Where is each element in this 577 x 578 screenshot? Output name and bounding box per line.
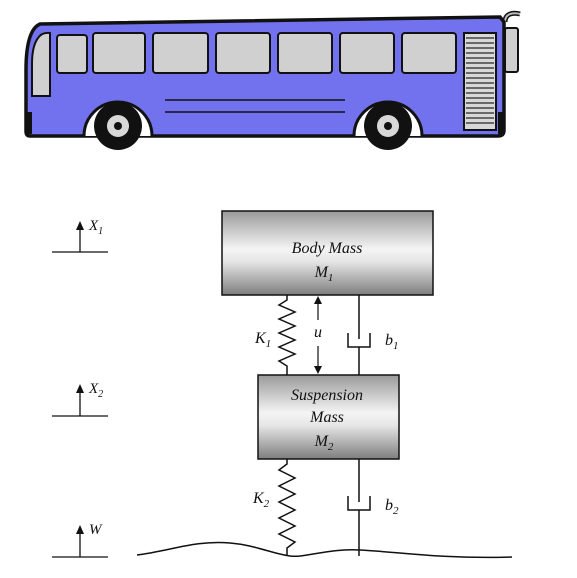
suspension-mass-block: Suspension Mass M2 [257,374,400,460]
bus-window [401,32,457,74]
bus-bumper [26,112,32,134]
displacement-w-label: W [89,522,103,538]
bus-window [56,34,88,74]
displacement-x1-label: X1 [88,218,103,237]
suspension-mass-label-line2: Mass [309,409,344,426]
displacement-w-indicator: W [52,522,108,558]
displacement-x2-label: X2 [88,381,103,400]
damper-b1-label: b1 [385,332,399,352]
displacement-x2-indicator: X2 [52,381,108,417]
bus-grille-slats [466,37,494,124]
bus-rear-grille [463,32,497,131]
bus-window [152,32,209,74]
displacement-x1-indicator: X1 [52,218,108,253]
bus-windshield [31,31,51,97]
spring-k1 [277,295,297,375]
body-mass-symbol: M1 [314,264,334,284]
road-surface [136,541,513,559]
bus-window [339,32,395,74]
body-mass-label: Body Mass [292,240,363,257]
bus-rear-wheel [364,102,412,150]
spring-k2 [277,459,297,556]
body-mass-block: Body Mass M1 [221,210,434,296]
suspension-mass-symbol: M2 [314,433,334,453]
damper-b2-label: b2 [385,497,399,517]
control-force-arrowhead-up [314,296,322,304]
bus-front-wheel [94,102,142,150]
damper-b2 [347,459,371,556]
control-force-arrowhead-down [314,366,322,374]
damper-b1 [347,295,371,375]
bus-exhaust-canister [504,27,519,73]
bus-window [215,32,271,74]
bus-illustration [24,10,521,150]
spring-k2-label: K2 [252,490,270,510]
control-force-label: u [314,324,322,341]
spring-k1-label: K1 [254,330,271,350]
bus-window [92,32,146,74]
bus-window [277,32,333,74]
suspension-mass-label-line1: Suspension [291,387,363,404]
